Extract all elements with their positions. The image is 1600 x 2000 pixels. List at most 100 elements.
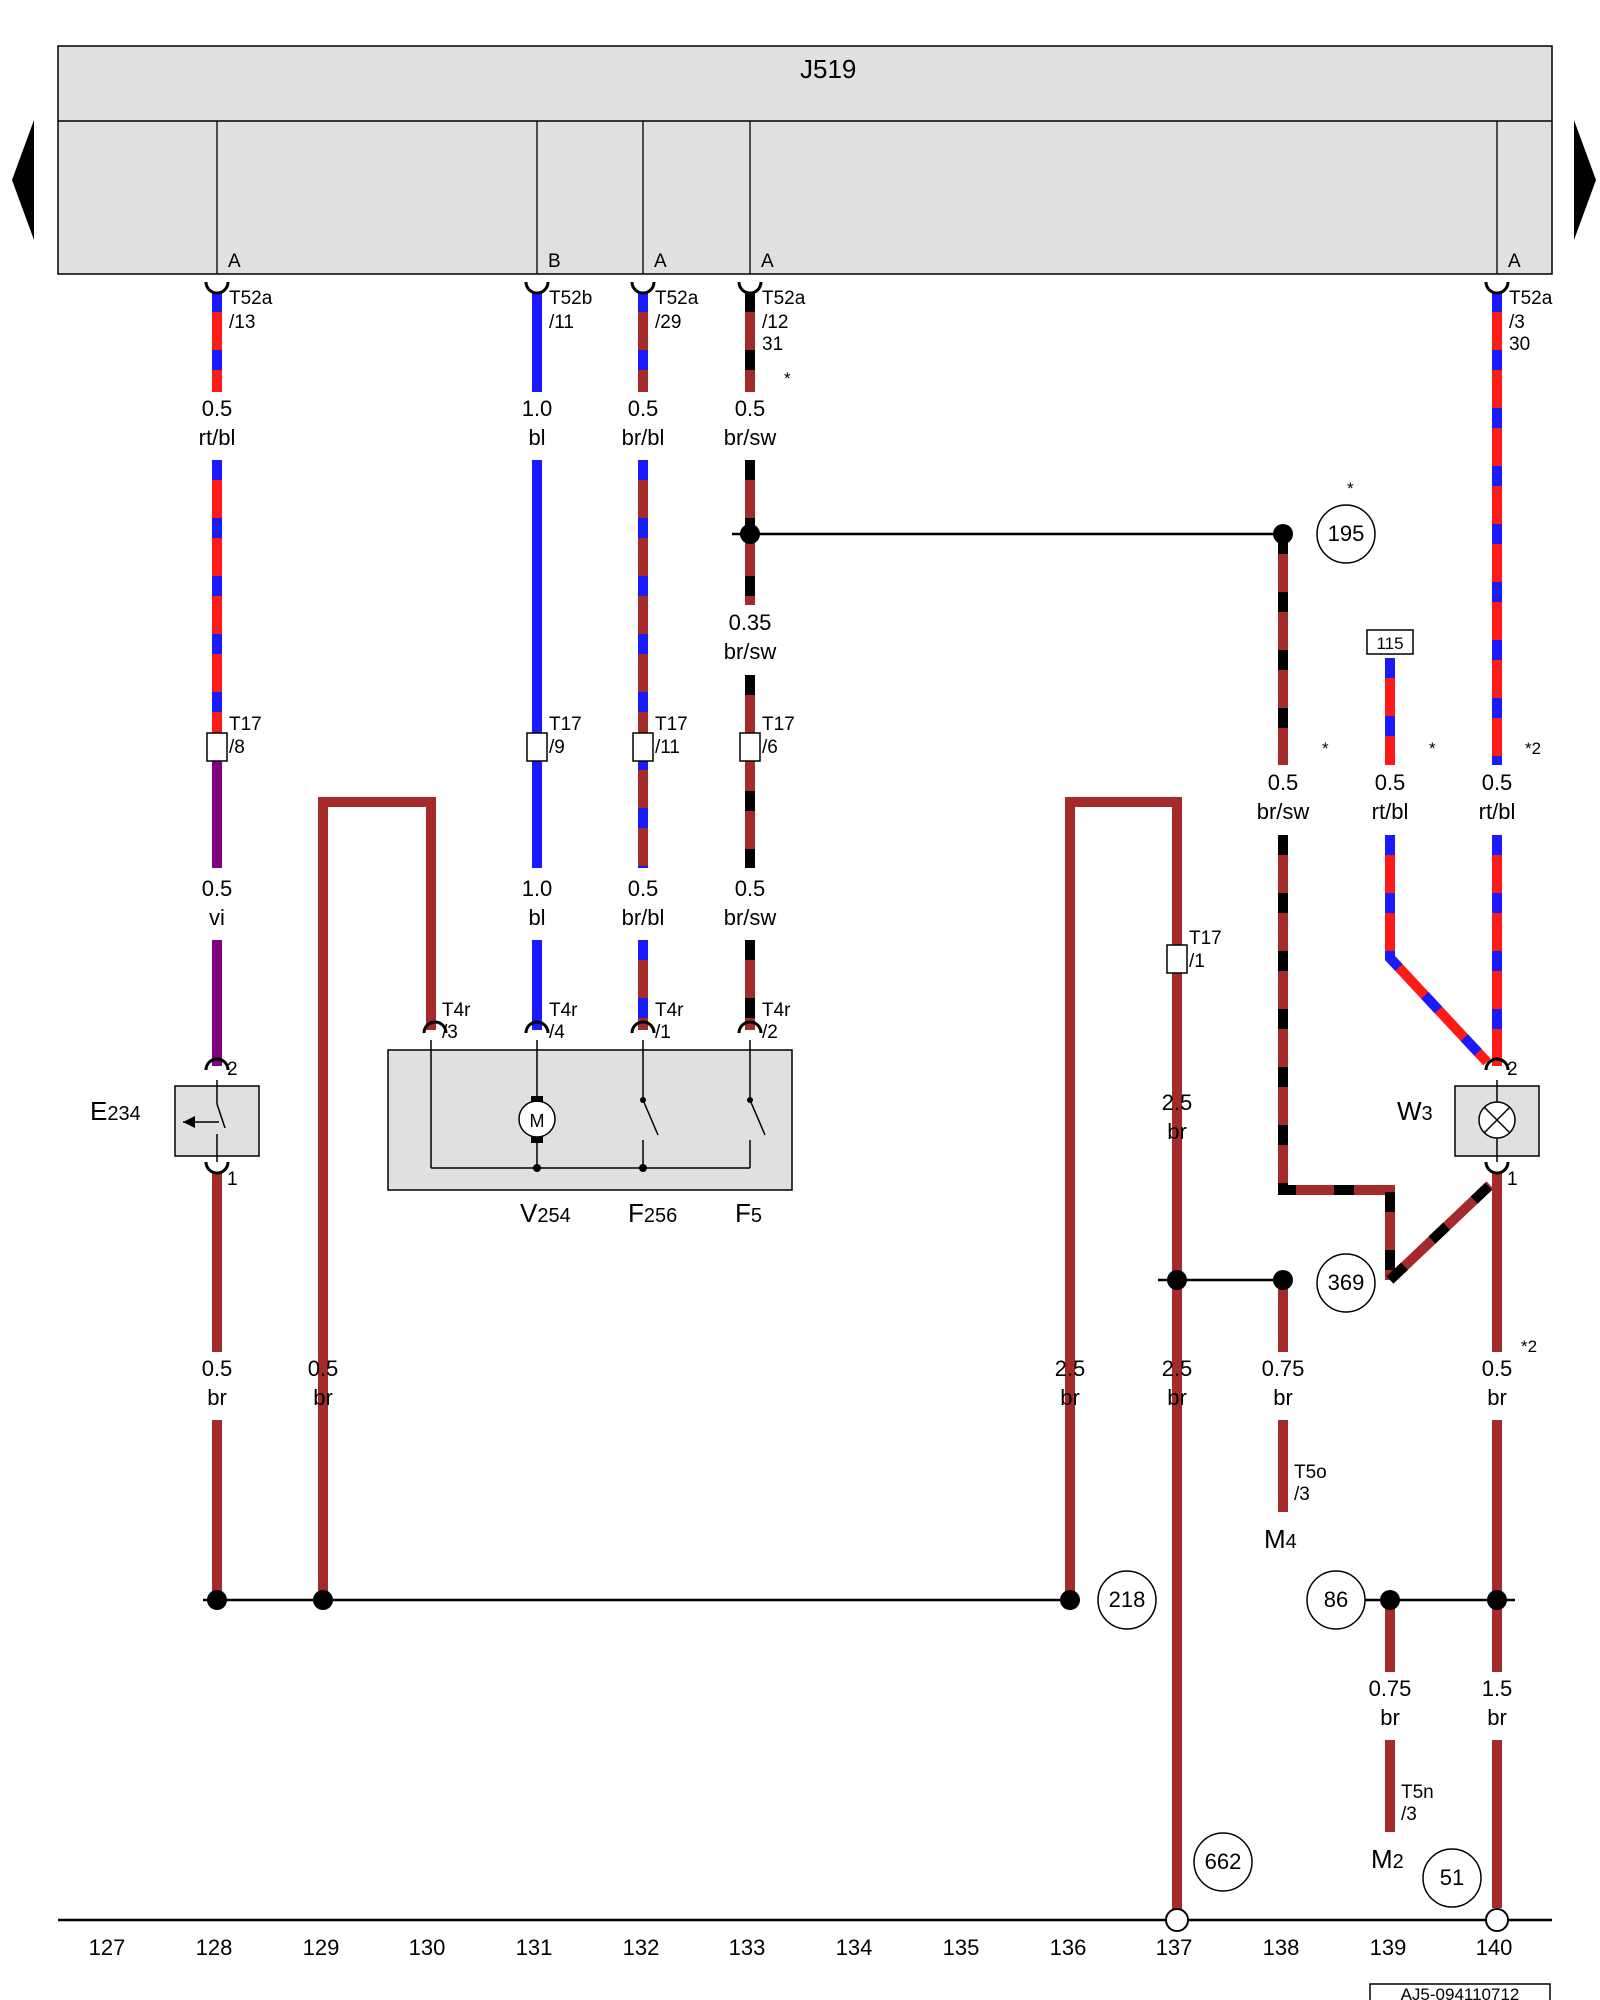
- pin-label: /9: [549, 737, 565, 758]
- footnotes: * * * * *2 *2: [784, 369, 1541, 1356]
- column-number: 137: [1156, 1935, 1193, 1960]
- wire-br-sw-stripe: [1278, 835, 1395, 1280]
- wire-size: 0.5: [1375, 770, 1406, 795]
- wire-size: 0.5: [735, 876, 766, 901]
- pin-label: T52a: [762, 288, 806, 309]
- connector-letter: A: [654, 251, 667, 272]
- wire-size: 0.75: [1262, 1356, 1305, 1381]
- pin-label: T52b: [549, 288, 592, 309]
- component-m4: M4: [1264, 1524, 1297, 1554]
- reference-195[interactable]: 195: [1328, 521, 1365, 546]
- component-e234: E234: [90, 1096, 141, 1126]
- pin-label: /6: [762, 737, 778, 758]
- column-number: 128: [196, 1935, 233, 1960]
- page-next-arrow[interactable]: [1574, 120, 1596, 240]
- pin-number: 1: [1507, 1169, 1518, 1190]
- page-prev-arrow[interactable]: [12, 120, 34, 240]
- wire-size: 0.75: [1369, 1676, 1412, 1701]
- wire-color: br: [1487, 1705, 1507, 1730]
- wire-size: 1.0: [522, 876, 553, 901]
- column-number: 136: [1050, 1935, 1087, 1960]
- wire-size: 2.5: [1162, 1356, 1193, 1381]
- column-numbers: 127 128 129 130 131 132 133 134 135 136 …: [89, 1935, 1513, 1960]
- wire-color: bl: [528, 425, 545, 450]
- control-unit-j519: [57, 45, 1553, 275]
- wire-color: vi: [209, 905, 225, 930]
- wire-color: br: [1167, 1119, 1187, 1144]
- reference-662[interactable]: 662: [1205, 1849, 1242, 1874]
- wire-size: 0.5: [308, 1356, 339, 1381]
- pin-label: 31: [762, 334, 783, 355]
- connector-letter: A: [228, 251, 241, 272]
- pin-label: /12: [762, 312, 788, 333]
- reference-circles: [1097, 504, 1482, 1908]
- pin-label: T17: [655, 714, 688, 735]
- lamp-w3: [1454, 1080, 1540, 1162]
- wire-br: [1065, 797, 1182, 1918]
- wire-size: 2.5: [1162, 1090, 1193, 1115]
- wire-br-sw: [1278, 835, 1395, 1280]
- wire-size: 0.5: [202, 1356, 233, 1381]
- reference-218[interactable]: 218: [1109, 1587, 1146, 1612]
- component-m2: M2: [1371, 1844, 1404, 1874]
- wire-br-sw-stripe: [1386, 1181, 1494, 1284]
- internal-leads: [216, 121, 1498, 274]
- pin-label: /1: [655, 1022, 671, 1043]
- wire-color: br: [1380, 1705, 1400, 1730]
- column-number: 129: [303, 1935, 340, 1960]
- footnote-marker: *: [1347, 479, 1354, 498]
- column-number: 127: [89, 1935, 126, 1960]
- column-number: 132: [623, 1935, 660, 1960]
- footnote-marker: *2: [1525, 739, 1541, 758]
- footnote-marker: *2: [1521, 1337, 1537, 1356]
- pin-number: 2: [1507, 1059, 1518, 1080]
- column-number: 139: [1370, 1935, 1407, 1960]
- wire-color: br/bl: [622, 425, 665, 450]
- wire-size: 0.5: [1268, 770, 1299, 795]
- column-number: 131: [516, 1935, 553, 1960]
- column-number: 135: [943, 1935, 980, 1960]
- wire-size: 0.5: [1482, 770, 1513, 795]
- pin-label: T17: [762, 714, 795, 735]
- pin-label: T17: [1189, 928, 1222, 949]
- pin-label: T5o: [1294, 1462, 1327, 1483]
- wire-color: br/bl: [622, 905, 665, 930]
- wire-size: 0.35: [729, 610, 772, 635]
- boxed-reference-115[interactable]: 115: [1376, 634, 1403, 653]
- pin-label: /3: [1294, 1484, 1310, 1505]
- wire-color: br: [1167, 1385, 1187, 1410]
- wire-color: br: [207, 1385, 227, 1410]
- pin-label: T52a: [1509, 288, 1553, 309]
- wire-br: [318, 797, 436, 1600]
- connector-letter: A: [1508, 251, 1521, 272]
- reference-51[interactable]: 51: [1440, 1865, 1464, 1890]
- reference-86[interactable]: 86: [1324, 1587, 1348, 1612]
- pin-label: /3: [442, 1022, 458, 1043]
- connector-letter: B: [548, 251, 561, 272]
- column-number: 138: [1263, 1935, 1300, 1960]
- component-f256: F256: [628, 1198, 677, 1228]
- pin-label: /4: [549, 1022, 565, 1043]
- switch-e234: [174, 1080, 260, 1162]
- wire-color: br/sw: [724, 425, 777, 450]
- pin-label: /8: [229, 737, 245, 758]
- pin-label: /13: [229, 312, 255, 333]
- wire-size: 0.5: [202, 396, 233, 421]
- wire-color: br: [1487, 1385, 1507, 1410]
- pin-label: /3: [1509, 312, 1525, 333]
- column-number: 133: [729, 1935, 766, 1960]
- column-number: 134: [836, 1935, 873, 1960]
- component-box-v254-f256-f5: M: [387, 1040, 793, 1191]
- wire-color: rt/bl: [199, 425, 236, 450]
- wire-color: rt/bl: [1479, 799, 1516, 824]
- pin-label: /1: [1189, 951, 1205, 972]
- reference-369[interactable]: 369: [1328, 1270, 1365, 1295]
- wire-color: rt/bl: [1372, 799, 1409, 824]
- wire-size: 1.5: [1482, 1676, 1513, 1701]
- wire-color: bl: [528, 905, 545, 930]
- component-labels: E234 V254 F256 F5 W3 M4 M2: [90, 1096, 1433, 1874]
- wire-labels: 0.5 rt/bl 1.0 bl 0.5 br/bl 0.5 br/sw 0.3…: [199, 396, 1516, 1730]
- pin-label: T4r: [655, 1000, 684, 1021]
- ground-terminal: [1485, 1908, 1509, 1932]
